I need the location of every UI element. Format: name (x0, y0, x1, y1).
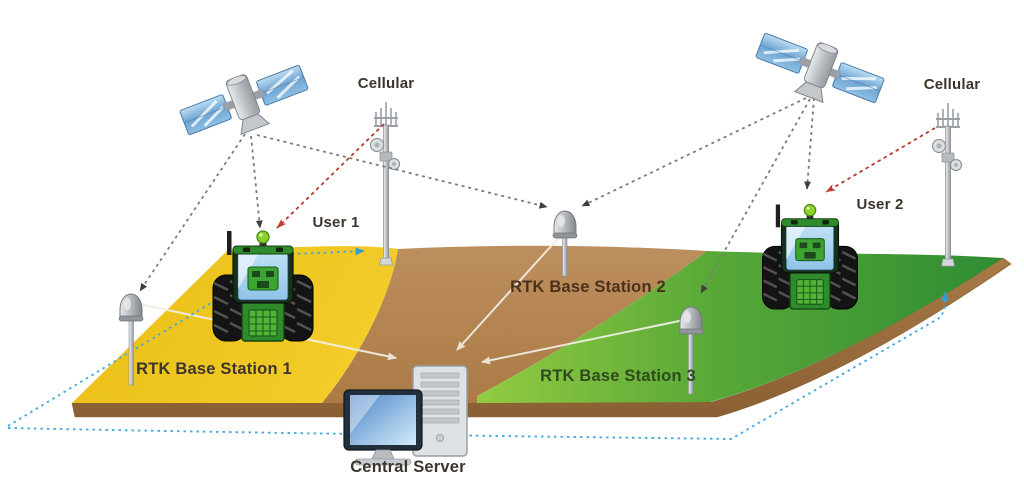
field-brown-band (322, 245, 707, 403)
label-cellular-left: Cellular (357, 75, 415, 92)
label-rtk-base-station-2: RTK Base Station 2 (510, 278, 666, 296)
label-central-server: Central Server (350, 458, 466, 476)
satellite-icon (747, 20, 891, 122)
field-green-region (477, 251, 1003, 403)
farm-field (71, 245, 1012, 418)
link-cellR-user2 (825, 127, 936, 193)
link-cellL-user1 (276, 123, 385, 229)
cellular-tower-icon (931, 102, 963, 267)
satellite-icon (173, 52, 317, 154)
soil-front-face (71, 257, 1012, 418)
link-satL-rtk1 (139, 133, 246, 292)
cellular-links (276, 123, 936, 229)
label-user-2: User 2 (856, 196, 904, 213)
link-satR-user2 (804, 97, 815, 190)
label-rtk-base-station-1: RTK Base Station 1 (136, 360, 292, 378)
gnss-antenna-icon (118, 293, 144, 386)
gnss-antenna-icon (678, 306, 704, 395)
link-server-cellular-right (7, 291, 949, 440)
link-satR-rtk2 (581, 97, 807, 207)
link-satR-rtk3 (700, 98, 811, 294)
label-cellular-right: Cellular (923, 76, 981, 93)
link-rtk3-server (481, 319, 685, 365)
monitor-icon (343, 389, 423, 466)
cellular-tower-icon (369, 101, 401, 266)
label-user-1: User 1 (312, 214, 360, 231)
link-satL-rtk2 (256, 134, 548, 209)
gnss-antenna-icon (552, 210, 578, 277)
link-rtk2-server (456, 233, 563, 351)
tractor-icon (761, 203, 859, 311)
server-icon (412, 365, 468, 457)
link-satL-user1 (250, 135, 263, 229)
label-rtk-base-station-3: RTK Base Station 3 (540, 367, 696, 385)
gnss-links (139, 97, 815, 294)
